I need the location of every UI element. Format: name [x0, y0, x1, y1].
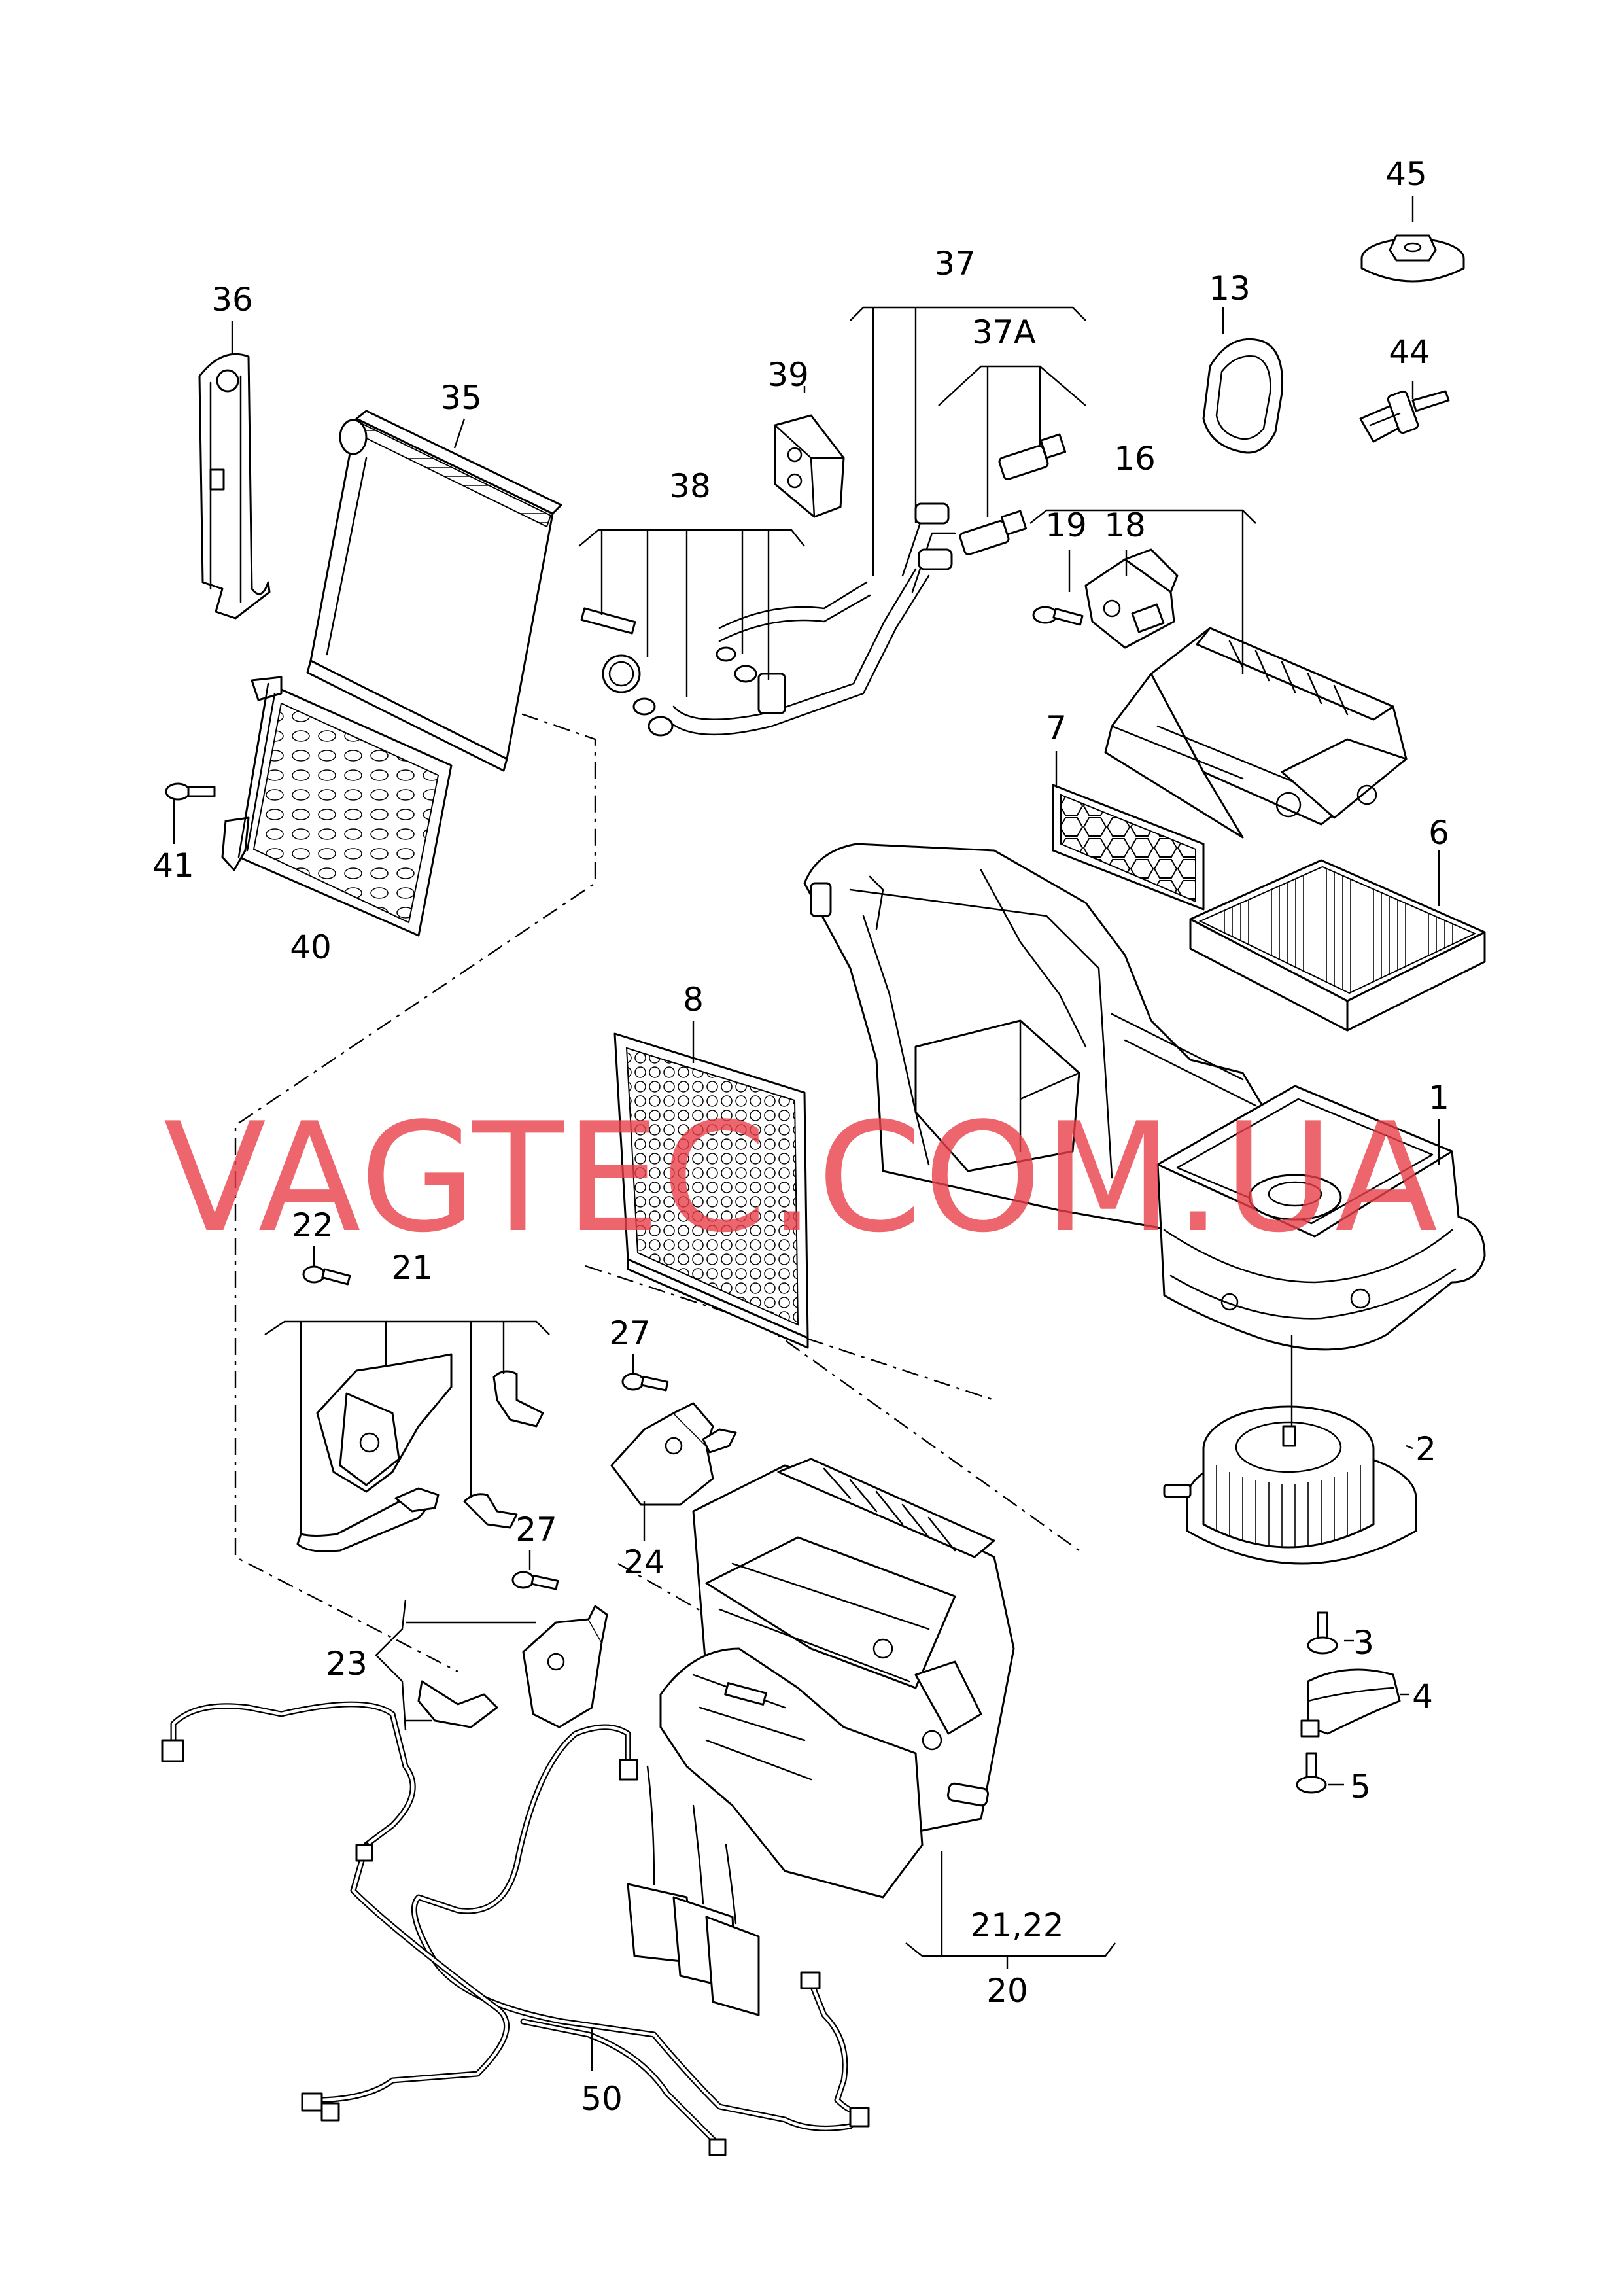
part-44-clip — [1359, 390, 1450, 443]
callout-5: 5 — [1350, 1768, 1371, 1806]
part-27-screw-upper — [621, 1373, 669, 1392]
part-21-actuator-levers — [296, 1353, 544, 1552]
callout-37a: 37A — [972, 313, 1036, 351]
part-40-radiator — [221, 676, 453, 937]
callout-37: 37 — [934, 245, 976, 283]
callout-21: 21 — [391, 1249, 433, 1287]
part-2-blower-fan — [1163, 1335, 1417, 1565]
part-50-wiring-harness — [161, 1701, 870, 2156]
callout-36: 36 — [211, 281, 253, 319]
callout-3: 3 — [1353, 1624, 1374, 1662]
callout-22: 22 — [292, 1206, 334, 1244]
part-16-air-distribution-housing — [1104, 627, 1408, 839]
part-23-actuator — [417, 1605, 608, 1728]
callout-8: 8 — [683, 981, 704, 1019]
part-6-cabin-filter — [1189, 859, 1486, 1032]
callout-4: 4 — [1412, 1677, 1433, 1715]
callout-45: 45 — [1385, 155, 1427, 193]
callout-23: 23 — [326, 1645, 368, 1683]
part-3-screw — [1307, 1611, 1338, 1655]
callout-41: 41 — [152, 847, 194, 885]
callout-27-upper: 27 — [609, 1314, 651, 1352]
part-38-pipe-set — [580, 568, 930, 737]
part-19-screw — [1032, 606, 1084, 626]
callout-38: 38 — [669, 467, 711, 505]
callout-50: 50 — [581, 2080, 623, 2118]
callout-39: 39 — [767, 356, 809, 394]
part-45-nut — [1360, 234, 1465, 283]
part-37a-valves — [959, 433, 1067, 555]
callout-35: 35 — [440, 379, 482, 417]
part-41-screw — [165, 782, 216, 844]
callout-2: 2 — [1415, 1430, 1436, 1468]
watermark-text: VAGTEC.COM.UA — [164, 1091, 1439, 1266]
part-5-screw — [1296, 1752, 1327, 1794]
part-18-actuator — [1084, 548, 1179, 649]
part-1-blower-housing — [1156, 1085, 1486, 1351]
callout-18: 18 — [1104, 506, 1146, 544]
callout-20: 20 — [986, 1972, 1028, 2010]
part-8-screen — [613, 1021, 809, 1349]
part-4-resistor — [1300, 1668, 1401, 1738]
callout-16: 16 — [1114, 440, 1156, 478]
callout-19: 19 — [1045, 506, 1087, 544]
callout-21-22: 21,22 — [970, 1906, 1063, 1944]
part-7-seal — [1052, 784, 1205, 911]
callout-44: 44 — [1389, 333, 1430, 371]
part-36-bracket — [198, 353, 271, 620]
part-20-lower-housing — [627, 1458, 1015, 2016]
part-22-screw — [302, 1265, 351, 1286]
part-37-pipes — [901, 502, 956, 593]
callout-7: 7 — [1046, 709, 1067, 747]
callout-1: 1 — [1428, 1079, 1449, 1117]
part-24-actuator — [610, 1402, 737, 1506]
callout-27-lower: 27 — [515, 1511, 557, 1549]
part-27-screw-lower — [511, 1571, 559, 1590]
leader-lines — [231, 196, 1440, 2071]
part-35-heat-exchanger — [306, 410, 562, 772]
callout-40: 40 — [290, 928, 332, 966]
callout-6: 6 — [1428, 814, 1449, 852]
part-13-seal — [1202, 338, 1284, 454]
part-39-valve-block — [774, 414, 845, 518]
callout-labels: 1 2 3 4 5 6 7 8 13 16 18 19 20 21 21,22 … — [152, 155, 1449, 2118]
callout-24: 24 — [623, 1543, 665, 1581]
callout-13: 13 — [1209, 270, 1251, 307]
